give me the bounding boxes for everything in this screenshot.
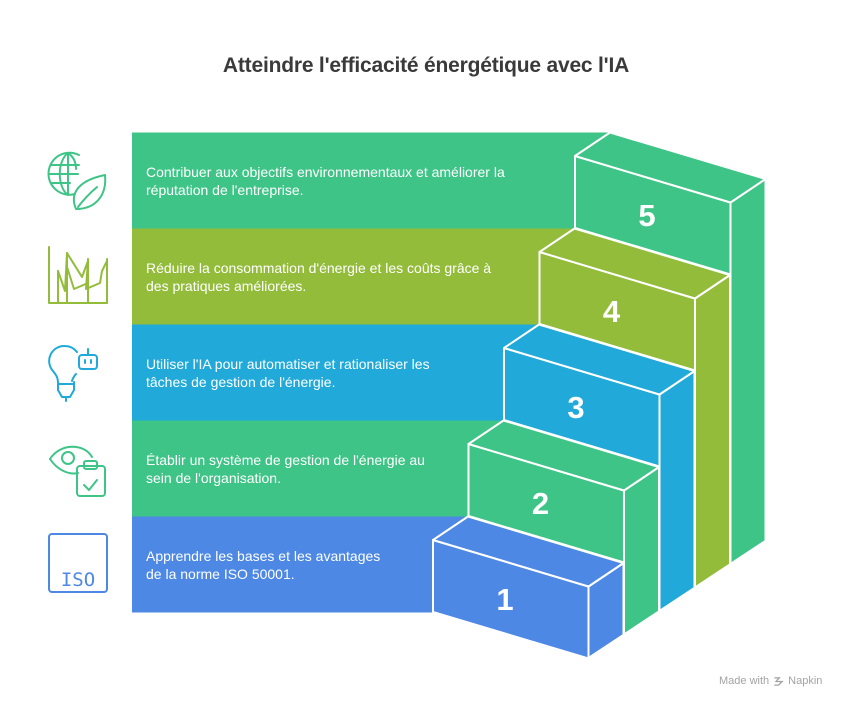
step-3-description: Utiliser l'IA pour automatiser et ration… xyxy=(146,325,566,421)
step-3-line-2: tâches de gestion de l'énergie. xyxy=(146,373,336,390)
step-2-block: 2 xyxy=(467,419,660,636)
globe-leaf-icon xyxy=(47,151,108,211)
step-1-block: 1 xyxy=(432,515,625,660)
step-5-banner xyxy=(132,132,610,229)
step-1-line-2: de la norme ISO 50001. xyxy=(146,565,295,582)
step-4-top-face xyxy=(538,227,731,300)
step-2-line-1: Établir un système de gestion de l'énerg… xyxy=(146,451,425,468)
step-1-number: 1 xyxy=(496,582,513,617)
step-4-number: 4 xyxy=(603,294,621,329)
step-5-line-1: Contribuer aux objectifs environnementau… xyxy=(146,163,505,180)
step-5-number: 5 xyxy=(638,198,655,233)
watermark-brand: Napkin xyxy=(788,675,823,687)
step-5-description: Contribuer aux objectifs environnementau… xyxy=(146,133,566,229)
step-5-line-2: réputation de l'entreprise. xyxy=(146,181,304,198)
step-5-top-face xyxy=(574,131,767,204)
lightbulb-robot-icon xyxy=(48,343,108,403)
step-3-block: 3 xyxy=(503,323,696,612)
step-5-side-face xyxy=(729,178,767,565)
step-5-block: 5 xyxy=(574,131,767,565)
step-4-description: Réduire la consommation d'énergie et les… xyxy=(146,229,566,325)
watermark-prefix: Made with xyxy=(719,675,770,687)
step-3-top-face xyxy=(503,323,696,396)
step-4-side-face xyxy=(694,274,731,589)
step-4-banner xyxy=(132,228,575,325)
step-2-line-2: sein de l'organisation. xyxy=(146,469,281,486)
step-2-description: Établir un système de gestion de l'énerg… xyxy=(146,421,566,517)
step-3-number: 3 xyxy=(567,390,584,425)
iso-icon-label: ISO xyxy=(61,569,95,591)
step-2-side-face xyxy=(623,466,660,636)
step-2-top-face xyxy=(467,419,660,492)
step-3-banner xyxy=(132,324,539,421)
watermark: Made with Napkin xyxy=(719,673,822,689)
step-4-line-1: Réduire la consommation d'énergie et les… xyxy=(146,259,492,276)
step-2-number: 2 xyxy=(532,486,549,521)
step-1-description: Apprendre les bases et les avantages de … xyxy=(146,517,566,613)
step-1-banner xyxy=(132,516,468,613)
iso-icon: ISO xyxy=(48,532,108,593)
step-3-side-face xyxy=(658,370,696,612)
step-4-line-2: des pratiques améliorées. xyxy=(146,277,307,294)
step-2-banner xyxy=(132,420,504,517)
step-3-line-1: Utiliser l'IA pour automatiser et ration… xyxy=(146,355,430,372)
growth-chart-icon xyxy=(48,245,108,307)
step-4-block: 4 xyxy=(538,227,731,589)
eye-clipboard-icon xyxy=(48,439,108,499)
step-1-top-face xyxy=(432,515,625,588)
banners-layer xyxy=(132,132,610,613)
step-1-line-1: Apprendre les bases et les avantages xyxy=(146,547,381,564)
napkin-logo-icon xyxy=(774,676,784,686)
stairs-layer: 5 4 3 2 1 xyxy=(432,131,767,660)
page-title: Atteindre l'efficacité énergétique avec … xyxy=(222,54,630,77)
